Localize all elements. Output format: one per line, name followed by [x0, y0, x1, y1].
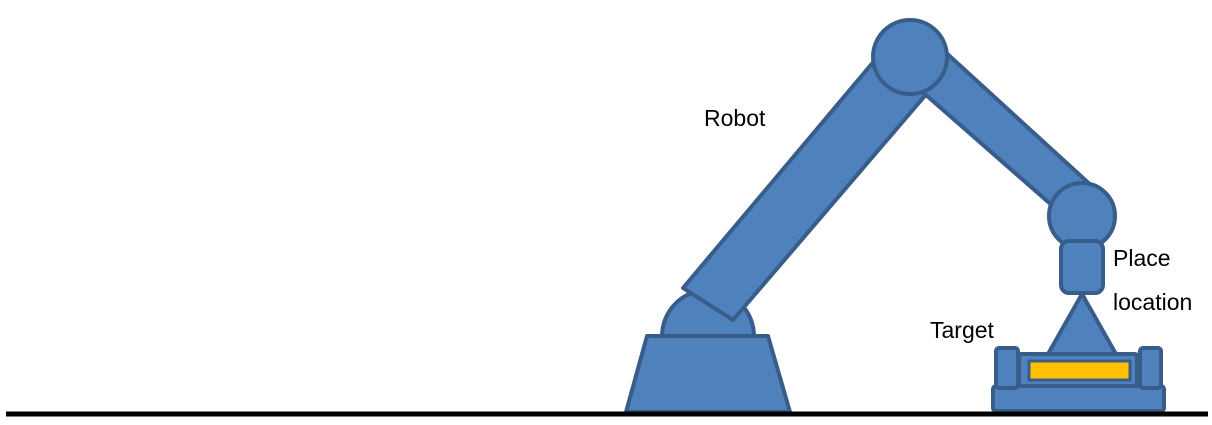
place-location-label-line1: Place — [1113, 245, 1171, 271]
fixture-left-post — [994, 346, 1020, 390]
elbow-joint — [871, 18, 949, 96]
robot-label: Robot — [704, 105, 766, 131]
fixture-right-post — [1138, 346, 1163, 390]
target-fixture — [991, 346, 1166, 413]
gripper — [1046, 292, 1118, 356]
target-label: Target — [930, 317, 995, 343]
place-location-label-line2: location — [1113, 289, 1192, 315]
target-part — [1027, 359, 1132, 382]
wrist-link — [1059, 239, 1105, 295]
robot — [624, 18, 1118, 414]
fixture-base — [991, 384, 1166, 413]
robot-base — [624, 334, 792, 414]
